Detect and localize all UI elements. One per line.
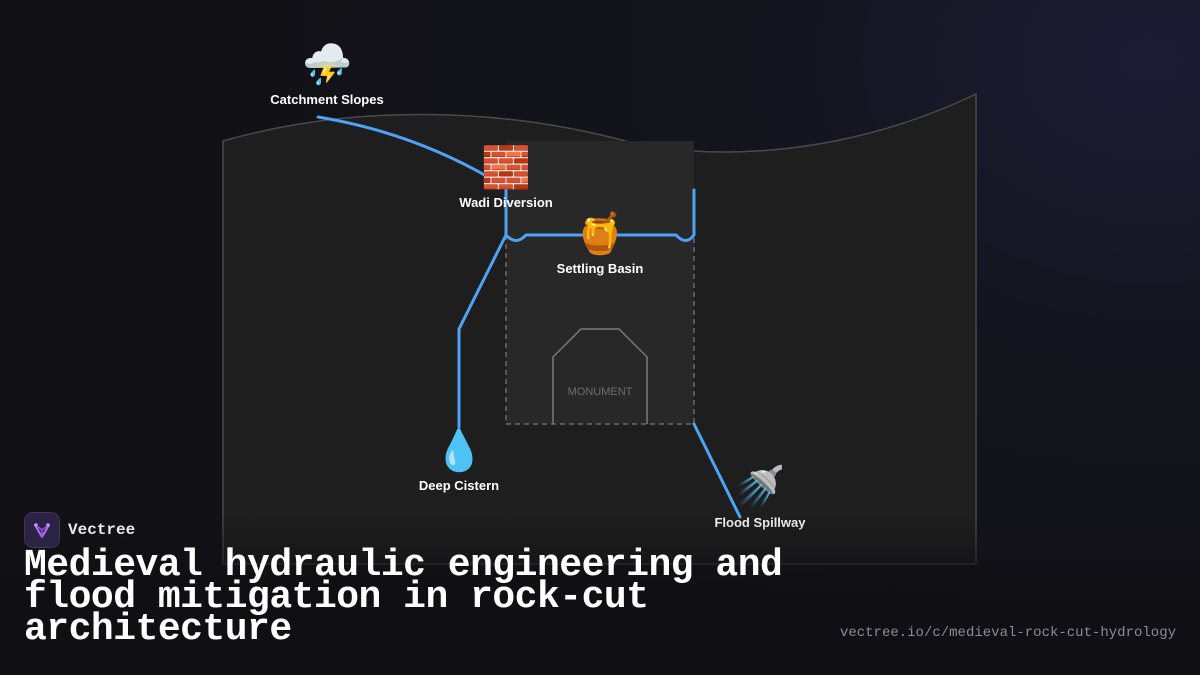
channel-basin-to-cistern <box>457 233 508 429</box>
page-url[interactable]: vectree.io/c/medieval-rock-cut-hydrology <box>839 625 1176 641</box>
node-label-wadi-diversion: Wadi Diversion <box>459 195 552 210</box>
monument-label: MONUMENT <box>568 386 633 398</box>
node-wadi-diversion: 🧱 Wadi Diversion <box>459 144 552 210</box>
monument-facade <box>552 328 648 424</box>
brick-wall-icon: 🧱 <box>481 144 531 191</box>
monument-block <box>506 141 694 424</box>
channel-wadi-to-basin <box>504 188 696 242</box>
node-deep-cistern: 💧 Deep Cistern <box>419 427 499 493</box>
node-label-flood-spillway: Flood Spillway <box>714 515 806 530</box>
node-catchment-slopes: ⛈️ Catchment Slopes <box>270 41 383 107</box>
water-droplet-icon: 💧 <box>434 427 484 474</box>
node-label-catchment-slopes: Catchment Slopes <box>270 92 383 107</box>
channel-to-spillway <box>692 422 742 519</box>
brand: Vectree <box>24 512 135 548</box>
monument-block-outline <box>505 235 695 425</box>
page-title: Medieval hydraulic engineering and flood… <box>24 544 783 651</box>
shower-icon: 🚿 <box>735 463 785 510</box>
honey-pot-icon: 🍯 <box>575 210 625 257</box>
vectree-logo-icon <box>24 512 60 548</box>
brand-name: Vectree <box>68 521 136 539</box>
storm-cloud-icon: ⛈️ <box>302 41 352 88</box>
channel-catchment-to-wadi <box>316 115 492 180</box>
node-label-settling-basin: Settling Basin <box>557 261 644 276</box>
node-settling-basin: 🍯 Settling Basin <box>557 210 644 276</box>
node-label-deep-cistern: Deep Cistern <box>419 478 499 493</box>
